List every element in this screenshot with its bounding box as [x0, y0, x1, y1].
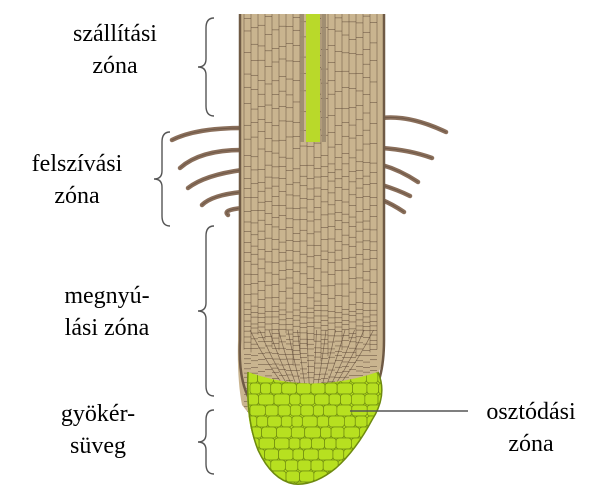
division-zone-line2: zóna	[468, 428, 594, 460]
root-cap-line2: süveg	[38, 430, 158, 462]
transport-zone-line2: zóna	[40, 50, 190, 82]
root-body	[238, 14, 384, 425]
zone-brackets	[154, 18, 214, 474]
elongation-zone-line2: lási zóna	[32, 312, 182, 344]
elongation-zone-label: megnyú- lási zóna	[32, 280, 182, 344]
division-zone-line1: osztódási	[468, 396, 594, 428]
elongation-zone-line1: megnyú-	[32, 280, 182, 312]
transport-zone-label: szállítási zóna	[40, 18, 190, 82]
absorption-zone-label: felszívási zóna	[2, 148, 152, 212]
absorption-zone-line2: zóna	[2, 180, 152, 212]
root-cap	[244, 372, 402, 489]
vascular-cylinder	[306, 14, 320, 142]
division-zone-label: osztódási zóna	[468, 396, 594, 460]
transport-zone-line1: szállítási	[40, 18, 190, 50]
absorption-zone-line1: felszívási	[2, 148, 152, 180]
root-cap-line1: gyökér-	[38, 398, 158, 430]
root-cap-label: gyökér- süveg	[38, 398, 158, 462]
